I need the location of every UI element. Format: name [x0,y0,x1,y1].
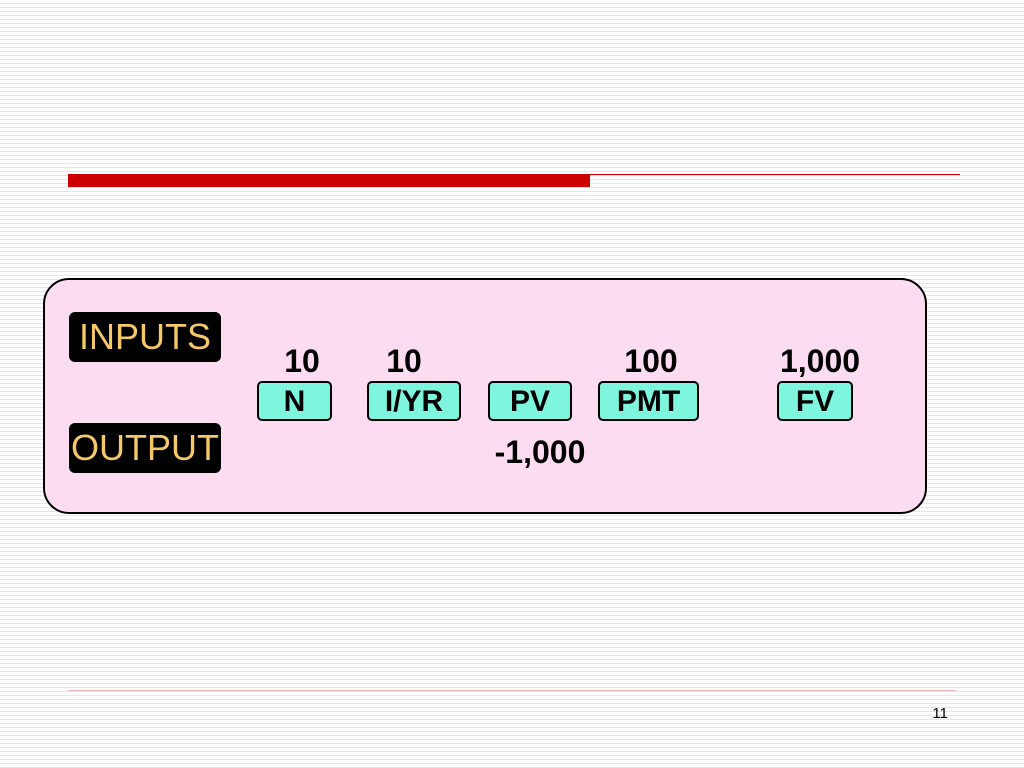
output-value-pv: -1,000 [494,434,586,470]
title-accent-bar [68,174,590,187]
key-n: N [257,381,332,421]
inputs-label: INPUTS [69,312,221,362]
input-value-pmt: 100 [624,343,678,379]
key-pmt: PMT [598,381,699,421]
output-label: OUTPUT [69,423,221,473]
key-pv: PV [488,381,572,421]
title-accent-line [590,174,960,175]
input-value-fv: 1,000 [779,343,861,379]
input-value-iyr: 10 [386,343,422,379]
page-number: 11 [932,705,948,722]
input-value-n: 10 [284,343,320,379]
footer-divider [68,690,956,691]
key-iyr: I/YR [367,381,461,421]
key-fv: FV [777,381,853,421]
